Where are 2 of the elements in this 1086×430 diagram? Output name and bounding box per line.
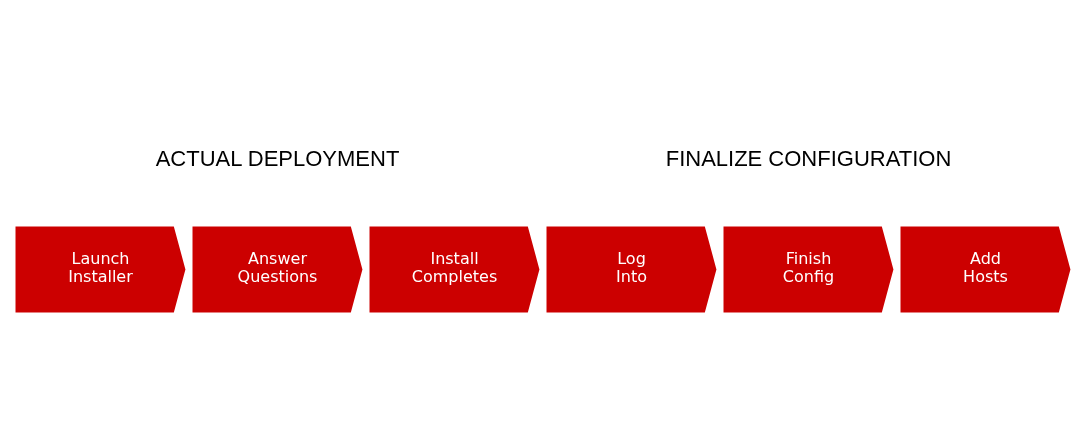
- label: FINALIZE CONFIGURATION: [665, 146, 952, 172]
- label: ACTUAL DEPLOYMENT: [155, 146, 400, 172]
